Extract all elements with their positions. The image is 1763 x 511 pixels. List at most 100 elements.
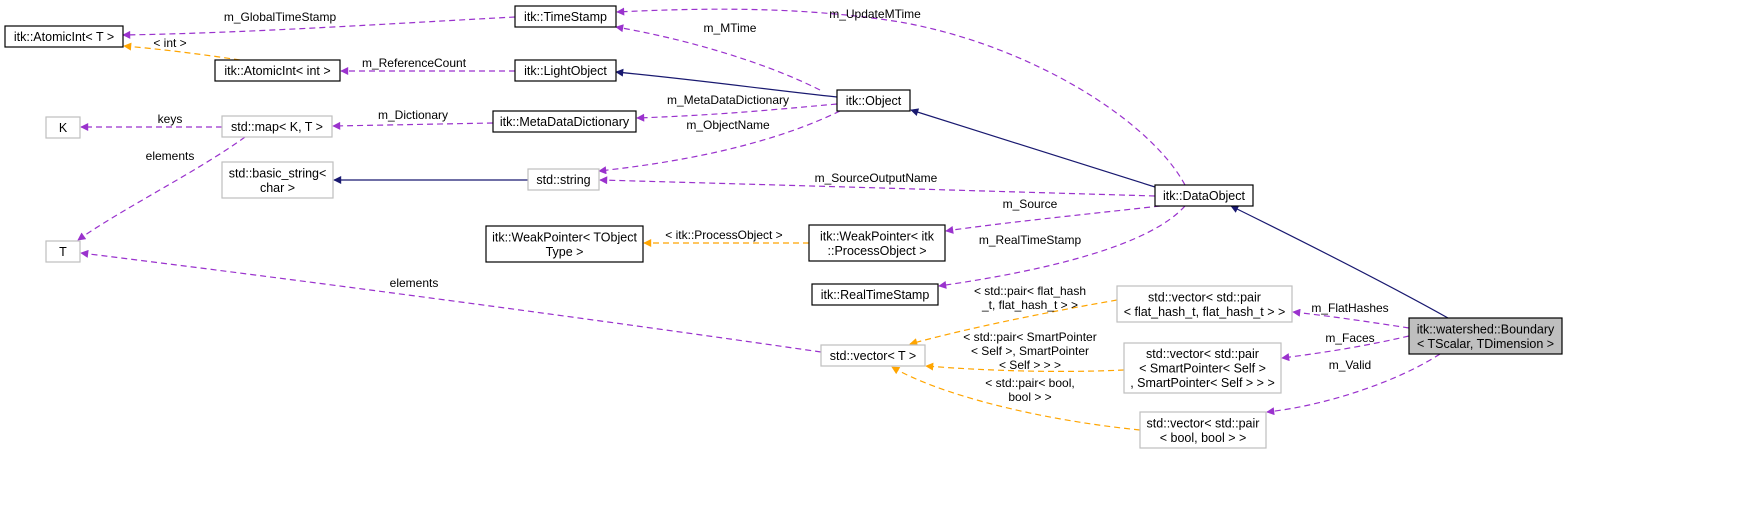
edge-int: < int > bbox=[123, 36, 241, 61]
node-label: itk::watershed::Boundary bbox=[1417, 322, 1555, 336]
node-label: std::basic_string< bbox=[229, 166, 327, 180]
node-map[interactable]: std::map< K, T > bbox=[221, 115, 333, 138]
edge-pair-bool: < std::pair< bool,bool > > bbox=[891, 366, 1141, 431]
node-vector-sp[interactable]: std::vector< std::pair< SmartPointer< Se… bbox=[1123, 342, 1282, 394]
edge-source: m_Source bbox=[945, 197, 1161, 234]
node-box bbox=[1123, 342, 1282, 394]
edge-vector-elements: elements bbox=[80, 249, 822, 353]
edge-label: m_MetaDataDictionary bbox=[667, 93, 789, 107]
node-vector-bool[interactable]: std::vector< std::pair< bool, bool > > bbox=[1139, 411, 1267, 449]
node-label: std::string bbox=[536, 173, 590, 187]
edge-label: < Self >, SmartPointer bbox=[971, 344, 1089, 358]
node-box bbox=[514, 59, 617, 82]
node-timestamp[interactable]: itk::TimeStamp bbox=[514, 5, 617, 28]
edge-label: < std::pair< SmartPointer bbox=[963, 330, 1096, 344]
node-weakptr-po[interactable]: itk::WeakPointer< itk::ProcessObject > bbox=[808, 224, 946, 262]
edge-label: bool > > bbox=[1008, 390, 1051, 404]
edge-line bbox=[599, 176, 1156, 197]
node-label: < TScalar, TDimension > bbox=[1417, 337, 1554, 351]
node-atomicint-int[interactable]: itk::AtomicInt< int > bbox=[214, 59, 341, 82]
node-box bbox=[811, 283, 939, 306]
node-T[interactable]: T bbox=[45, 240, 81, 263]
node-label: T bbox=[59, 245, 67, 259]
edge-line bbox=[615, 68, 838, 98]
node-lightobject[interactable]: itk::LightObject bbox=[514, 59, 617, 82]
node-label: std::vector< std::pair bbox=[1146, 347, 1259, 361]
node-box bbox=[492, 110, 637, 133]
node-dataobject[interactable]: itk::DataObject bbox=[1154, 184, 1254, 207]
node-label: itk::WeakPointer< TObject bbox=[492, 230, 637, 244]
edge-line bbox=[123, 42, 241, 61]
edge-line bbox=[1292, 308, 1410, 329]
node-box bbox=[820, 344, 926, 367]
node-label: itk::WeakPointer< itk bbox=[820, 229, 935, 243]
node-label: char > bbox=[260, 181, 295, 195]
edge-label: m_FlatHashes bbox=[1311, 301, 1388, 315]
node-label: , SmartPointer< Self > > > bbox=[1130, 376, 1275, 390]
edge-line bbox=[636, 103, 838, 122]
node-label: std::vector< std::pair bbox=[1148, 290, 1261, 304]
edge-realtimestamp: m_RealTimeStamp bbox=[938, 205, 1186, 289]
edge-line bbox=[909, 299, 1118, 346]
edge-line bbox=[910, 108, 1156, 188]
node-box bbox=[514, 5, 617, 28]
node-realtimestamp[interactable]: itk::RealTimeStamp bbox=[811, 283, 939, 306]
edge-label: < std::pair< flat_hash bbox=[974, 284, 1086, 298]
node-label: < SmartPointer< Self > bbox=[1139, 362, 1266, 376]
node-box bbox=[1139, 411, 1267, 449]
node-atomicint-t[interactable]: itk::AtomicInt< T > bbox=[4, 25, 124, 48]
node-label: itk::TimeStamp bbox=[524, 10, 607, 24]
node-box bbox=[808, 224, 946, 262]
node-label: Type > bbox=[546, 245, 584, 259]
edge-label: m_UpdateMTime bbox=[829, 7, 921, 21]
edge-label: m_GlobalTimeStamp bbox=[224, 10, 337, 24]
node-box bbox=[1154, 184, 1254, 207]
node-metadict[interactable]: itk::MetaDataDictionary bbox=[492, 110, 637, 133]
node-box bbox=[1408, 317, 1563, 355]
edge-metadatadictionary: m_MetaDataDictionary bbox=[636, 93, 838, 122]
node-vector-flat[interactable]: std::vector< std::pair< flat_hash_t, fla… bbox=[1116, 285, 1293, 323]
edge-line bbox=[1230, 205, 1449, 319]
edge-label: < int > bbox=[153, 36, 186, 50]
node-label: itk::RealTimeStamp bbox=[821, 288, 930, 302]
edge-globaltimestamp: m_GlobalTimeStamp bbox=[122, 10, 516, 39]
node-label: itk::AtomicInt< T > bbox=[14, 30, 114, 44]
edge-label: m_Source bbox=[1003, 197, 1058, 211]
node-label: std::vector< std::pair bbox=[1147, 416, 1260, 430]
edges-layer: m_GlobalTimeStamp < int > m_ReferenceCount… bbox=[77, 7, 1449, 431]
edge-line bbox=[1281, 335, 1410, 362]
edge-flathashes: m_FlatHashes bbox=[1292, 301, 1410, 329]
node-K[interactable]: K bbox=[45, 116, 81, 139]
node-label: K bbox=[59, 121, 68, 135]
edge-label: elements bbox=[390, 276, 439, 290]
node-box bbox=[45, 116, 81, 139]
edge-keys: keys bbox=[80, 112, 222, 131]
edge-line bbox=[615, 24, 821, 91]
node-label: < flat_hash_t, flat_hash_t > > bbox=[1124, 305, 1286, 319]
edge-faces: m_Faces bbox=[1281, 331, 1410, 362]
nodes-layer: itk::AtomicInt< T > itk::TimeStampitk::At… bbox=[4, 5, 1563, 449]
node-box bbox=[836, 89, 911, 112]
node-vector-t[interactable]: std::vector< T > bbox=[820, 344, 926, 367]
node-object[interactable]: itk::Object bbox=[836, 89, 911, 112]
edge-line bbox=[891, 366, 1141, 431]
edge-label: < itk::ProcessObject > bbox=[665, 228, 782, 242]
edge-line bbox=[332, 121, 494, 130]
edge-label: m_RealTimeStamp bbox=[979, 233, 1082, 247]
edge-label: m_MTime bbox=[704, 21, 757, 35]
edge-label: m_Dictionary bbox=[378, 108, 448, 122]
node-boundary[interactable]: itk::watershed::Boundary< TScalar, TDime… bbox=[1408, 317, 1563, 355]
node-string[interactable]: std::string bbox=[527, 168, 600, 191]
node-basic-string[interactable]: std::basic_string<char > bbox=[221, 161, 334, 199]
edge-line bbox=[1266, 353, 1441, 416]
edge-label: elements bbox=[146, 149, 195, 163]
edge-label: keys bbox=[158, 112, 183, 126]
node-label: itk::LightObject bbox=[524, 64, 607, 78]
edge-updatemtime: m_UpdateMTime bbox=[616, 7, 1186, 186]
node-box bbox=[45, 240, 81, 263]
edge-label: m_ReferenceCount bbox=[362, 56, 467, 70]
node-box bbox=[1116, 285, 1293, 323]
edge-label: m_SourceOutputName bbox=[815, 171, 938, 185]
